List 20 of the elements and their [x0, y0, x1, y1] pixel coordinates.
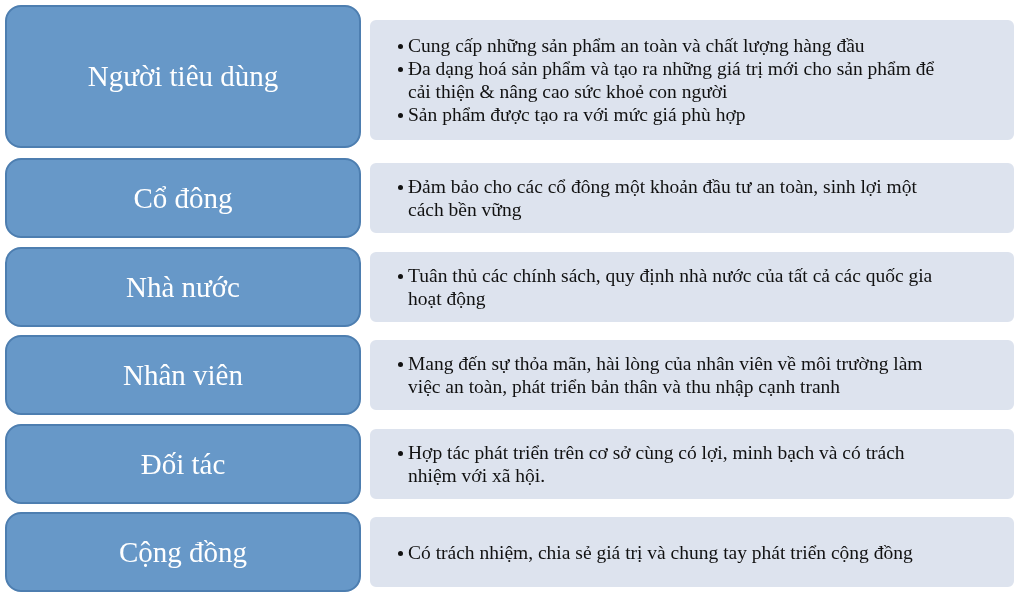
bullet-text: Tuân thủ các chính sách, quy định nhà nước của tất cả các quốc gia hoạt động	[408, 264, 934, 310]
stakeholder-box: Đối tác	[5, 424, 361, 504]
bullet-text: Đa dạng hoá sản phẩm và tạo ra những giá trị mới cho sản phẩm để cải thiện & nâng cao sức khoẻ con người	[408, 57, 936, 103]
bullet-text: Hợp tác phát triển trên cơ sở cùng có lợi, minh bạch và có trách nhiệm với xã hội.	[408, 441, 906, 487]
bullet-text: Đảm bảo cho các cổ đông một khoản đầu tư an toàn, sinh lợi một cách bền vững	[408, 175, 918, 221]
description-panel	[368, 161, 1016, 235]
description-panel	[368, 250, 1016, 324]
description-panel	[368, 18, 1016, 142]
description-panel	[368, 515, 1016, 589]
stakeholder-box: Cổ đông	[5, 158, 361, 238]
description-panel	[368, 427, 1016, 501]
stakeholder-box: Nhân viên	[5, 335, 361, 415]
stakeholder-box: Người tiêu dùng	[5, 5, 361, 148]
bullet-text: Sản phẩm được tạo ra với mức giá phù hợp	[408, 103, 747, 126]
bullet-text: Có trách nhiệm, chia sẻ giá trị và chung tay phát triển cộng đồng	[408, 540, 914, 564]
bullet-text: Mang đến sự thỏa mãn, hài lòng của nhân viên về môi trường làm việc an toàn, phát triển bản thân và thu nhập cạnh tranh	[408, 352, 924, 398]
bullet-text: Cung cấp những sản phẩm an toàn và chất lượng hàng đầu	[408, 34, 866, 57]
stakeholder-box: Nhà nước	[5, 247, 361, 327]
stakeholder-box: Cộng đồng	[5, 512, 361, 592]
description-panel	[368, 338, 1016, 412]
